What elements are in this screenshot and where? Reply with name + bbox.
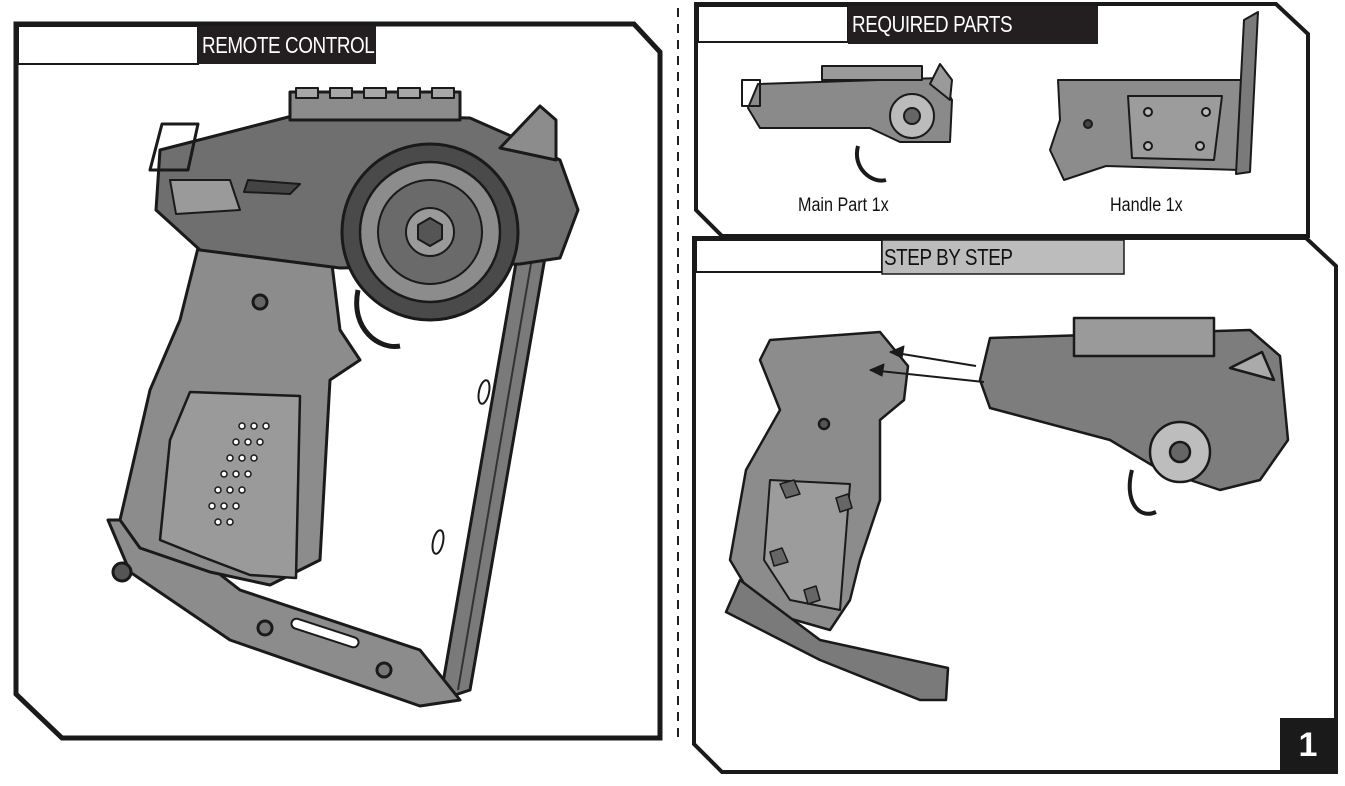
remote-control-header-bar <box>198 26 376 64</box>
handle-caption: Handle 1x <box>1110 195 1183 216</box>
step-by-step-header-bar <box>881 239 1125 275</box>
handle-illustration <box>1049 11 1259 181</box>
remote-control-illustration <box>106 87 580 708</box>
required-parts-frame <box>694 2 1310 238</box>
step-by-step-header-blank <box>695 239 883 273</box>
required-parts-header-bar <box>848 6 1098 44</box>
step-number: 1 <box>1298 726 1318 764</box>
step-by-step-title: STEP BY STEP <box>884 244 1013 270</box>
step-one-illustration <box>724 316 1290 702</box>
step-number-box <box>1280 718 1336 772</box>
remote-control-header-blank <box>17 25 199 65</box>
remote-control-title: REMOTE CONTROL <box>202 32 375 58</box>
main-part-caption: Main Part 1x <box>798 195 889 216</box>
required-parts-title: REQUIRED PARTS <box>852 11 1013 37</box>
remote-control-frame <box>13 21 663 741</box>
main-part-illustration <box>741 63 953 183</box>
required-parts-header-blank <box>697 5 849 43</box>
